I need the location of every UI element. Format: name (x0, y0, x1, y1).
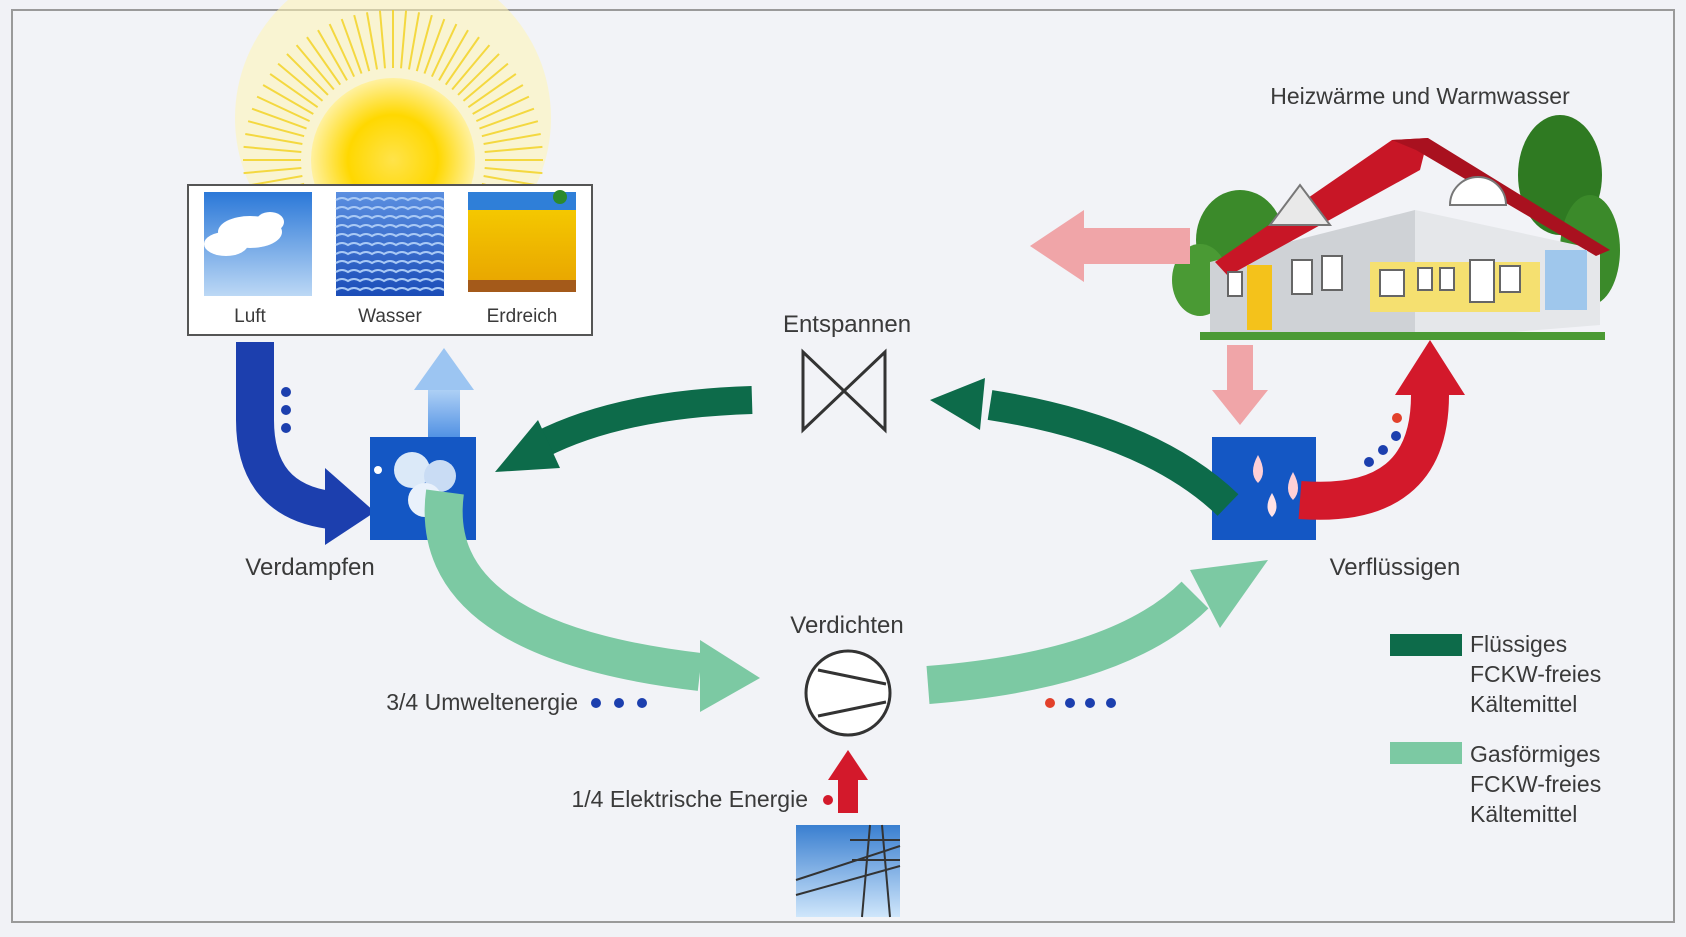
stage-label-compress: Verdichten (790, 612, 903, 639)
legend-gaseous-line3: Kältemittel (1470, 801, 1577, 827)
compressor-icon: Verdichten (790, 612, 904, 737)
heat-loss-arrow (1030, 210, 1190, 282)
legend: Flüssiges FCKW-freies Kältemittel Gasför… (1390, 631, 1601, 827)
legend-liquid-line3: Kältemittel (1470, 691, 1577, 717)
heat-output-arrow (1298, 340, 1465, 520)
stage-label-expand: Entspannen (783, 311, 911, 338)
stage-label-condense: Verflüssigen (1330, 554, 1461, 581)
cooled-air-arrow (414, 348, 474, 447)
soil-tile (468, 190, 576, 292)
gaseous-refrigerant-arrow-left (424, 489, 760, 712)
evaporator-box (370, 437, 476, 540)
liquid-refrigerant-arrow-right (930, 378, 1239, 516)
liquid-refrigerant-arrow-left (495, 386, 753, 472)
heat-sources-panel: Luft Wasser Erdreich (187, 184, 593, 336)
environment-energy-label: 3/4 Umweltenergie (386, 689, 647, 715)
legend-gaseous-line2: FCKW-freies (1470, 771, 1601, 797)
air-tile (204, 192, 312, 296)
house-label: Heizwärme und Warmwasser (1270, 83, 1570, 109)
source-label-luft: Luft (234, 306, 266, 327)
water-tile (335, 192, 445, 296)
compressed-energy-dots (1045, 698, 1116, 708)
expansion-valve-icon: Entspannen (783, 311, 911, 434)
legend-gaseous-line1: Gasförmiges (1470, 741, 1600, 767)
legend-liquid-line1: Flüssiges (1470, 631, 1567, 657)
source-label-wasser: Wasser (358, 306, 422, 327)
electric-energy-arrow (823, 750, 868, 813)
power-pylon-icon (795, 824, 901, 918)
gaseous-refrigerant-arrow-right (926, 560, 1268, 704)
legend-swatch-liquid (1390, 634, 1462, 656)
stage-label-evaporate: Verdampfen (245, 554, 374, 581)
return-flow-arrow (1212, 345, 1268, 425)
energy-label-environment: 3/4 Umweltenergie (386, 689, 578, 715)
environment-energy-arrow (236, 342, 375, 545)
legend-swatch-gaseous (1390, 742, 1462, 764)
house-icon: Heizwärme und Warmwasser (1172, 83, 1620, 340)
energy-label-electric: 1/4 Elektrische Energie (571, 786, 808, 812)
legend-liquid-line2: FCKW-freies (1470, 661, 1601, 687)
source-label-erdreich: Erdreich (487, 306, 558, 327)
